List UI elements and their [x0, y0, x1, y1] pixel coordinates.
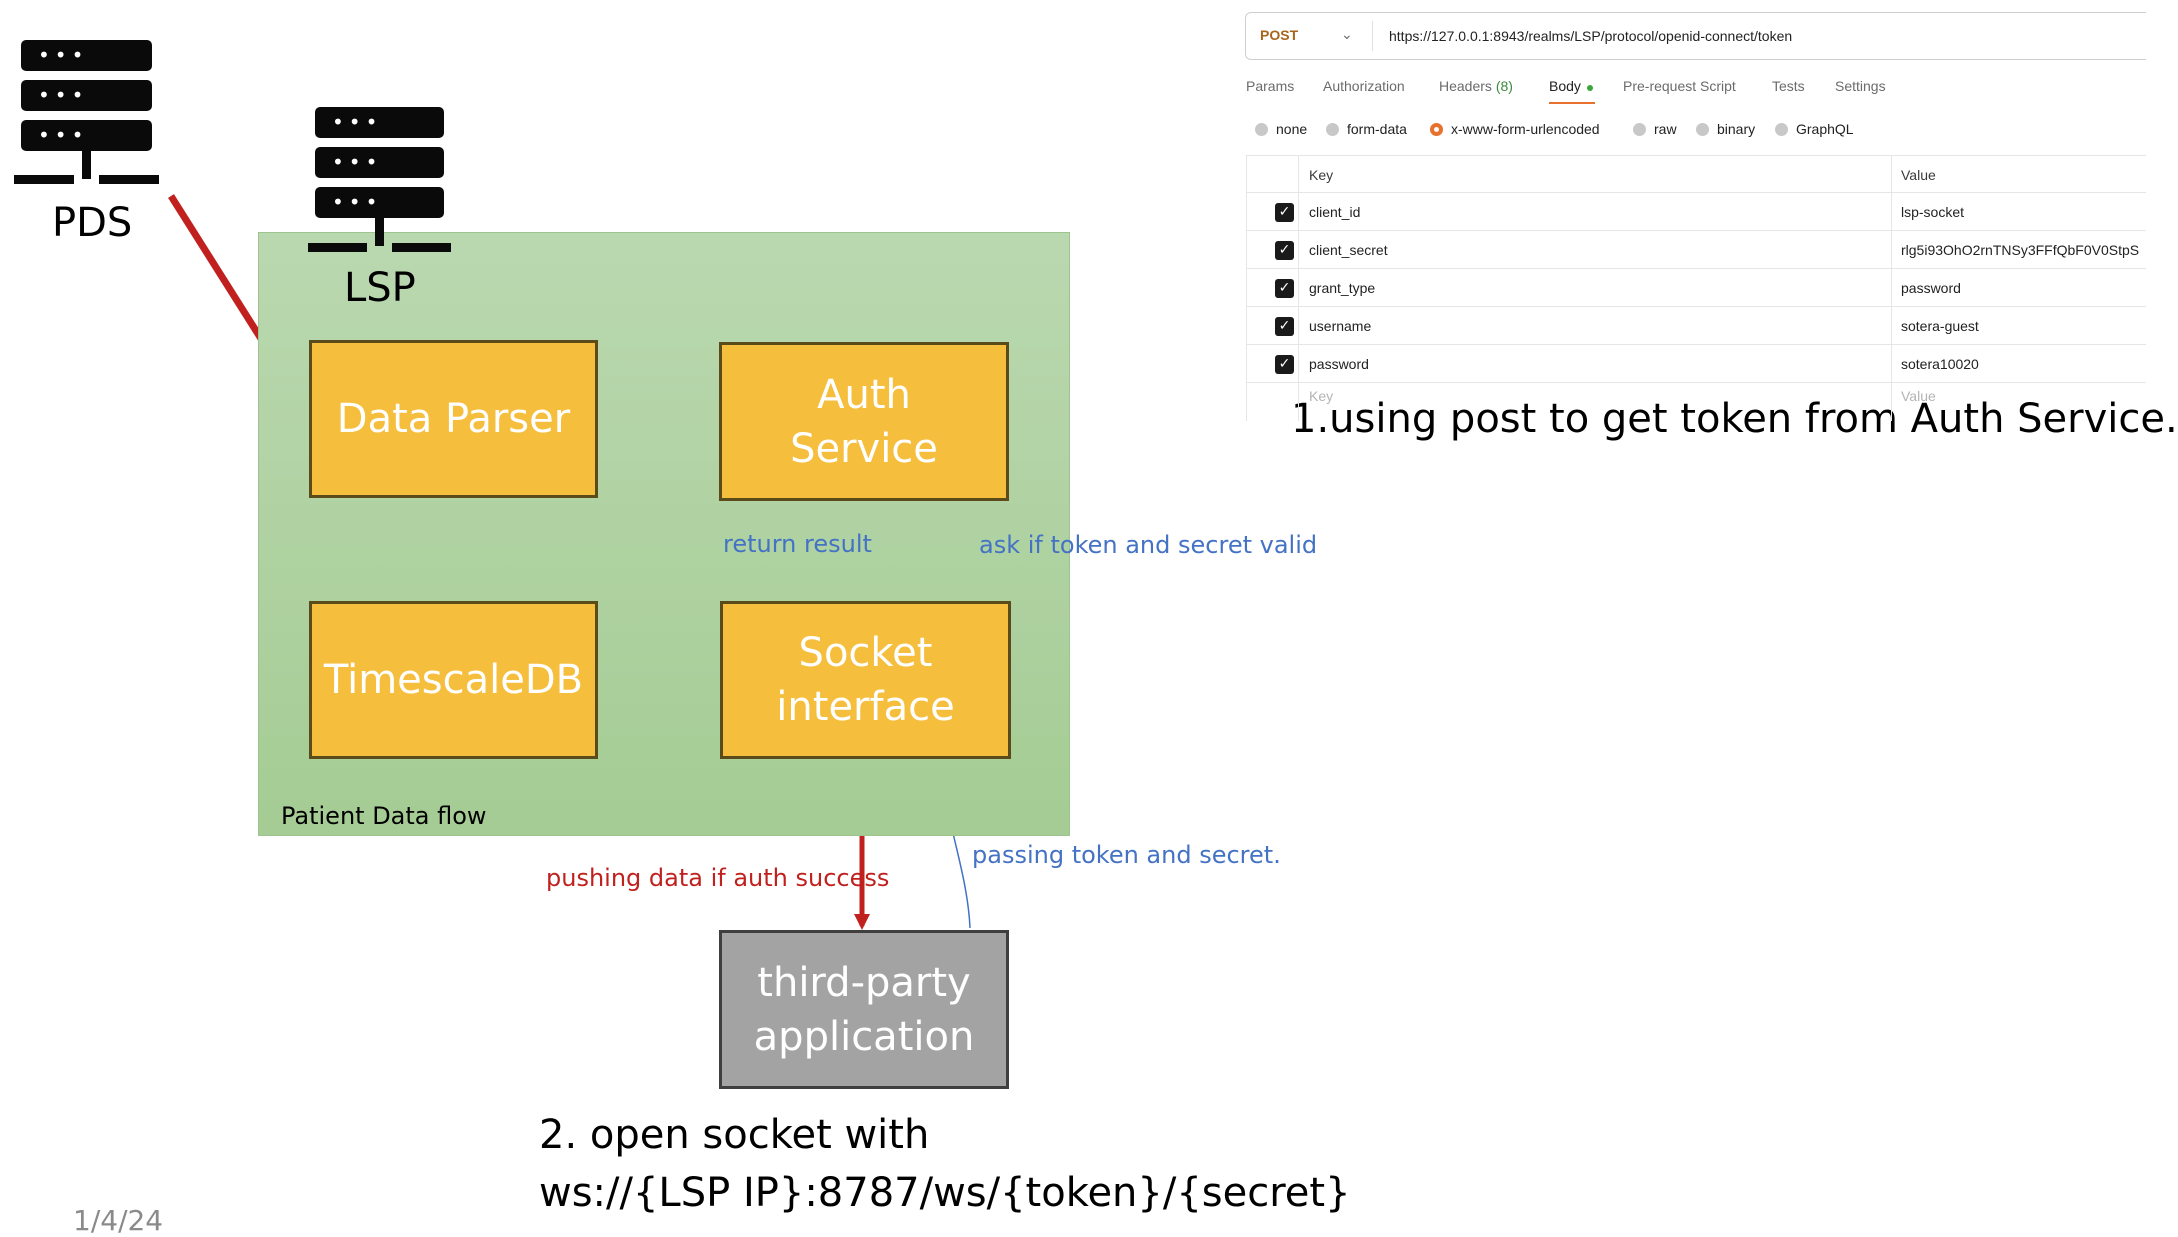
tab-prerequest[interactable]: Pre-request Script — [1623, 78, 1736, 94]
auth-service-label: Auth Service — [790, 371, 938, 472]
row-key[interactable]: password — [1309, 356, 1369, 372]
radio-icon — [1775, 122, 1788, 136]
ask-valid-label: ask if token and secret valid — [979, 531, 1318, 559]
tab-body[interactable]: Body — [1549, 78, 1581, 94]
timescaledb-label: TimescaleDB — [323, 657, 584, 703]
step2-note-line1: 2. open socket with — [539, 1112, 930, 1158]
column-divider — [1298, 155, 1299, 421]
table-row: ✓ password sotera10020 — [1246, 345, 2146, 383]
body-type-label: none — [1276, 121, 1308, 137]
row-key[interactable]: grant_type — [1309, 280, 1376, 296]
body-type-label: raw — [1654, 121, 1677, 137]
server-unit: ••• — [21, 120, 152, 151]
body-type-label: form-data — [1347, 121, 1407, 137]
body-type-label: x-www-form-urlencoded — [1451, 121, 1600, 137]
tab-settings[interactable]: Settings — [1835, 78, 1886, 94]
tab-params[interactable]: Params — [1246, 78, 1295, 94]
lsp-server-icon: ••• ••• ••• — [308, 107, 451, 257]
row-key[interactable]: username — [1309, 318, 1372, 334]
data-parser-node: Data Parser — [309, 340, 598, 498]
request-bar: POST ⌄ https://127.0.0.1:8943/realms/LSP… — [1245, 12, 2146, 60]
pds-label: PDS — [52, 200, 133, 246]
row-enabled-checkbox[interactable]: ✓ — [1275, 317, 1294, 336]
socket-interface-node: Socket interface — [720, 601, 1011, 759]
tab-tests[interactable]: Tests — [1772, 78, 1805, 94]
method-select[interactable]: POST — [1260, 27, 1299, 43]
divider — [1372, 21, 1373, 51]
column-header-key: Key — [1309, 167, 1334, 183]
table-row-new: Key Value — [1246, 383, 2146, 421]
return-result-label: return result — [723, 530, 872, 558]
table-row: ✓ grant_type password — [1246, 269, 2146, 307]
row-value[interactable]: sotera10020 — [1901, 356, 1979, 372]
column-header-value: Value — [1901, 167, 1936, 183]
passing-token-label: passing token and secret. — [972, 841, 1281, 869]
radio-icon — [1633, 122, 1646, 136]
row-key[interactable]: client_id — [1309, 204, 1361, 220]
radio-selected-icon — [1430, 122, 1443, 136]
server-unit: ••• — [21, 40, 152, 71]
body-type-label: GraphQL — [1796, 121, 1854, 137]
slide-date: 1/4/24 — [73, 1204, 164, 1237]
table-row: ✓ username sotera-guest — [1246, 307, 2146, 345]
body-type-urlencoded[interactable]: x-www-form-urlencoded — [1430, 121, 1600, 137]
pds-server-icon: ••• ••• ••• — [14, 40, 159, 190]
auth-service-node: Auth Service — [719, 342, 1009, 501]
server-unit: ••• — [315, 107, 444, 138]
lsp-label: LSP — [344, 265, 416, 311]
column-divider — [1246, 155, 1247, 421]
table-row: ✓ client_id lsp-socket — [1246, 193, 2146, 231]
table-header-row: Key Value — [1246, 155, 2146, 193]
tab-authorization[interactable]: Authorization — [1323, 78, 1405, 94]
chevron-down-icon[interactable]: ⌄ — [1341, 26, 1353, 42]
third-party-label: third-party application — [753, 959, 975, 1060]
radio-icon — [1326, 122, 1339, 136]
tab-headers[interactable]: Headers (8) — [1439, 78, 1513, 94]
tab-headers-label: Headers — [1439, 78, 1492, 94]
table-row: ✓ client_secret rlg5i93OhO2rnTNSy3FFfQbF… — [1246, 231, 2146, 269]
radio-icon — [1696, 122, 1709, 136]
row-value[interactable]: sotera-guest — [1901, 318, 1979, 334]
row-key[interactable]: client_secret — [1309, 242, 1388, 258]
body-type-none[interactable]: none — [1255, 121, 1307, 137]
step1-note: 1.using post to get token from Auth Serv… — [1291, 396, 2178, 442]
body-type-label: binary — [1717, 121, 1756, 137]
column-divider — [1891, 155, 1892, 421]
body-type-binary[interactable]: binary — [1696, 121, 1755, 137]
active-tab-indicator — [1549, 102, 1595, 104]
body-status-dot — [1587, 85, 1593, 91]
row-value[interactable]: password — [1901, 280, 1961, 296]
new-key-input[interactable]: Key — [1309, 388, 1334, 404]
row-value[interactable]: rlg5i93OhO2rnTNSy3FFfQbF0V0StpS — [1901, 242, 2140, 258]
row-value[interactable]: lsp-socket — [1901, 204, 1965, 220]
body-type-graphql[interactable]: GraphQL — [1775, 121, 1854, 137]
body-params-table: Key Value ✓ client_id lsp-socket ✓ clien… — [1246, 155, 2146, 421]
row-enabled-checkbox[interactable]: ✓ — [1275, 355, 1294, 374]
row-enabled-checkbox[interactable]: ✓ — [1275, 279, 1294, 298]
socket-interface-label: Socket interface — [776, 630, 955, 730]
server-unit: ••• — [315, 187, 444, 218]
row-enabled-checkbox[interactable]: ✓ — [1275, 203, 1294, 222]
url-input[interactable]: https://127.0.0.1:8943/realms/LSP/protoc… — [1389, 28, 1793, 44]
timescaledb-node: TimescaleDB — [309, 601, 598, 759]
third-party-node: third-party application — [719, 930, 1009, 1089]
body-type-form-data[interactable]: form-data — [1326, 121, 1407, 137]
data-parser-label: Data Parser — [336, 396, 571, 442]
headers-count: (8) — [1495, 78, 1513, 94]
radio-icon — [1255, 122, 1268, 136]
server-unit: ••• — [315, 147, 444, 178]
server-unit: ••• — [21, 80, 152, 111]
step2-note-line2: ws://{LSP IP}:8787/ws/{token}/{secret} — [539, 1170, 1351, 1216]
row-enabled-checkbox[interactable]: ✓ — [1275, 241, 1294, 260]
new-value-input[interactable]: Value — [1901, 388, 1936, 404]
body-type-raw[interactable]: raw — [1633, 121, 1677, 137]
pushing-data-label: pushing data if auth success — [546, 864, 890, 892]
legend-label: Patient Data flow — [281, 802, 487, 830]
